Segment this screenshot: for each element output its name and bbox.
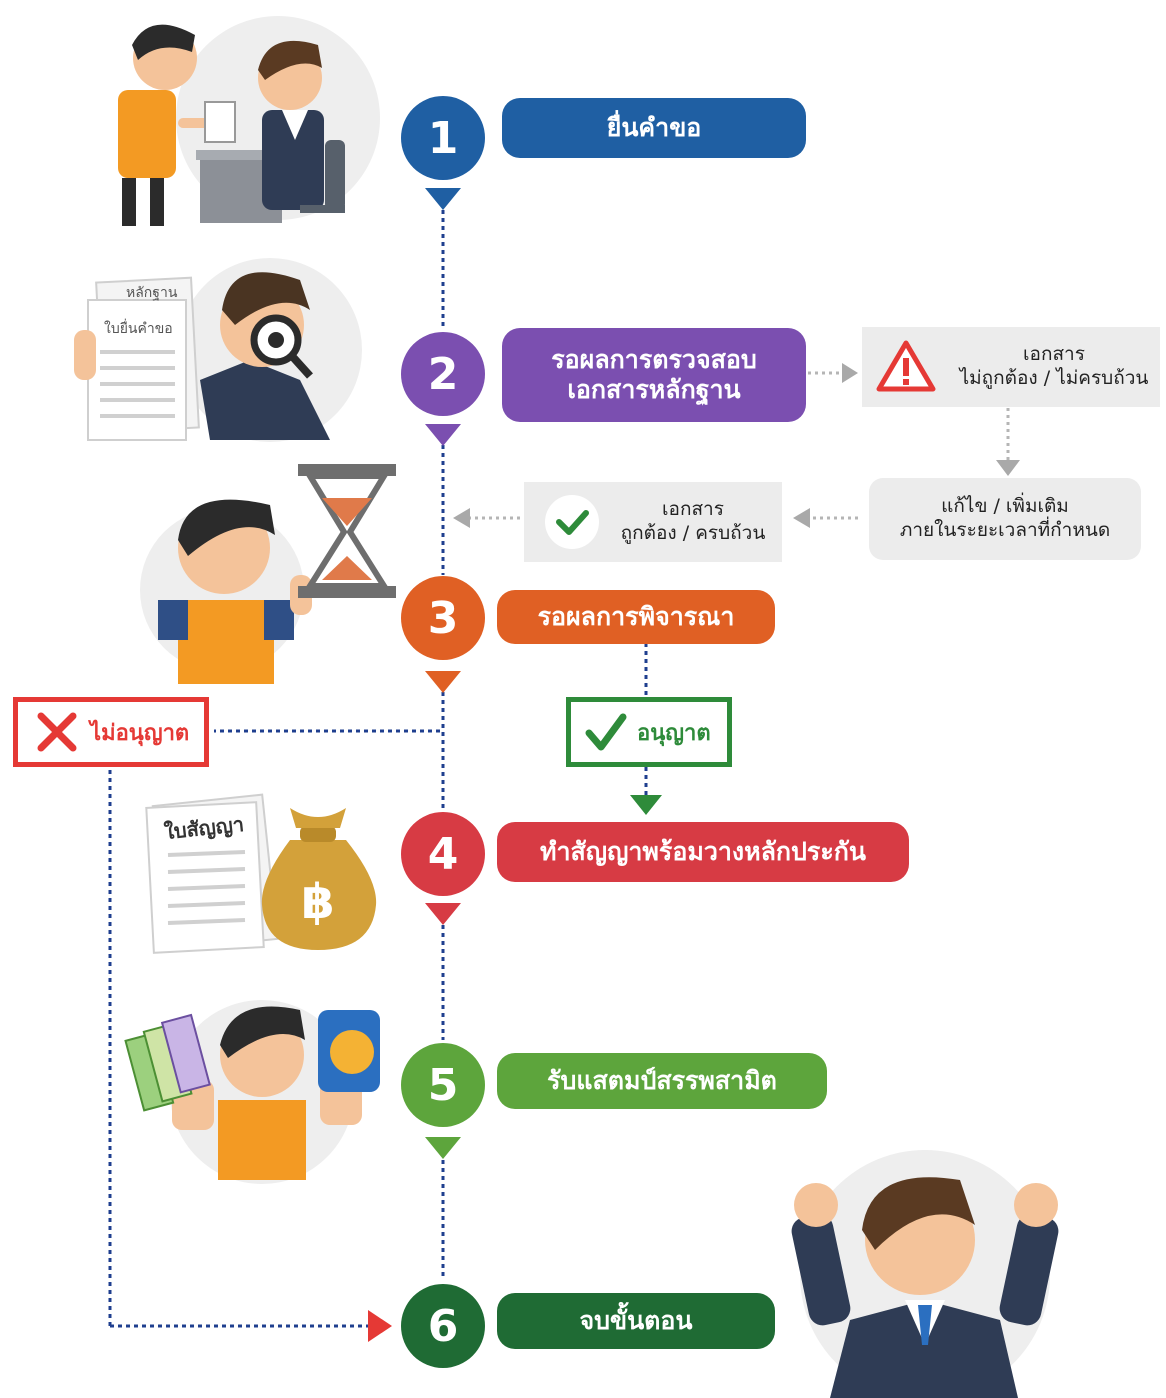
warning-icon — [876, 340, 936, 392]
baht-symbol: ฿ — [301, 874, 334, 930]
step-4-text: ทำสัญญาพร้อมวางหลักประกัน — [540, 837, 866, 866]
illustration-contract: ฿ — [145, 793, 377, 954]
document-label-evidence: หลักฐาน — [126, 285, 178, 301]
x-icon — [37, 712, 77, 752]
step-6-label: จบขั้นตอน — [497, 1293, 775, 1349]
valid-documents-box: เอกสาร ถูกต้อง / ครบถ้วน — [524, 482, 782, 562]
illustration-stamps — [124, 1000, 380, 1184]
step2-pointer — [425, 424, 461, 446]
approved-label: อนุญาต — [637, 720, 711, 746]
illustration-document-check — [74, 258, 362, 442]
arrow-left-icon — [453, 508, 470, 528]
step5-pointer — [425, 1137, 461, 1159]
reject-arrow-head — [368, 1310, 392, 1342]
step-6-text: จบขั้นตอน — [579, 1306, 693, 1335]
step-3-label: รอผลการพิจารณา — [497, 590, 775, 644]
step1-pointer — [425, 188, 461, 210]
approved-box: อนุญาต — [566, 697, 732, 767]
fix-documents-line2: ภายในระยะเวลาที่กำหนด — [899, 519, 1111, 541]
step-1-text: ยื่นคำขอ — [606, 113, 702, 142]
step4-pointer — [425, 903, 461, 925]
invalid-documents-line1: เอกสาร — [1023, 343, 1085, 366]
step-2-label: รอผลการตรวจสอบ เอกสารหลักฐาน — [502, 328, 806, 422]
arrow-right-icon — [842, 363, 858, 383]
fix-documents-line1: แก้ไข / เพิ่มเติม — [941, 495, 1069, 518]
rejected-box: ไม่อนุญาต — [13, 697, 209, 767]
step-2-text-line1: รอผลการตรวจสอบ — [551, 345, 757, 374]
step-5-label: รับแสตมป์สรรพสามิต — [497, 1053, 827, 1109]
step-5-text: รับแสตมป์สรรพสามิต — [547, 1066, 777, 1095]
check-icon — [585, 713, 627, 751]
illustration-submit-request — [118, 16, 380, 226]
approve-arrow-head — [630, 795, 662, 815]
illustration-waiting — [140, 464, 396, 684]
arrow-left-icon — [793, 508, 810, 528]
check-loop-connector — [470, 371, 1010, 520]
check-icon — [545, 495, 599, 549]
step-1-label: ยื่นคำขอ — [502, 98, 806, 158]
arrow-down-icon — [996, 460, 1020, 476]
step-5-number: 5 — [401, 1043, 485, 1127]
rejected-label: ไม่อนุญาต — [90, 720, 190, 746]
invalid-documents-line2: ไม่ถูกต้อง / ไม่ครบถ้วน — [959, 367, 1149, 389]
step-1-number: 1 — [401, 96, 485, 180]
document-label-request: ใบยื่นคำขอ — [104, 321, 173, 337]
step-4-label: ทำสัญญาพร้อมวางหลักประกัน — [497, 822, 909, 882]
step-2-text-line2: เอกสารหลักฐาน — [567, 375, 741, 404]
fix-documents-box: แก้ไข / เพิ่มเติม ภายในระยะเวลาที่กำหนด — [869, 478, 1141, 560]
illustration-completed — [791, 1150, 1059, 1398]
step-6-number: 6 — [401, 1284, 485, 1368]
step-3-number: 3 — [401, 576, 485, 660]
step-2-number: 2 — [401, 332, 485, 416]
step3-pointer — [425, 671, 461, 693]
step-4-number: 4 — [401, 812, 485, 896]
main-connector — [108, 210, 648, 1328]
step-3-text: รอผลการพิจารณา — [537, 602, 735, 631]
valid-documents-line1: เอกสาร — [662, 498, 724, 521]
valid-documents-line2: ถูกต้อง / ครบถ้วน — [620, 522, 766, 544]
